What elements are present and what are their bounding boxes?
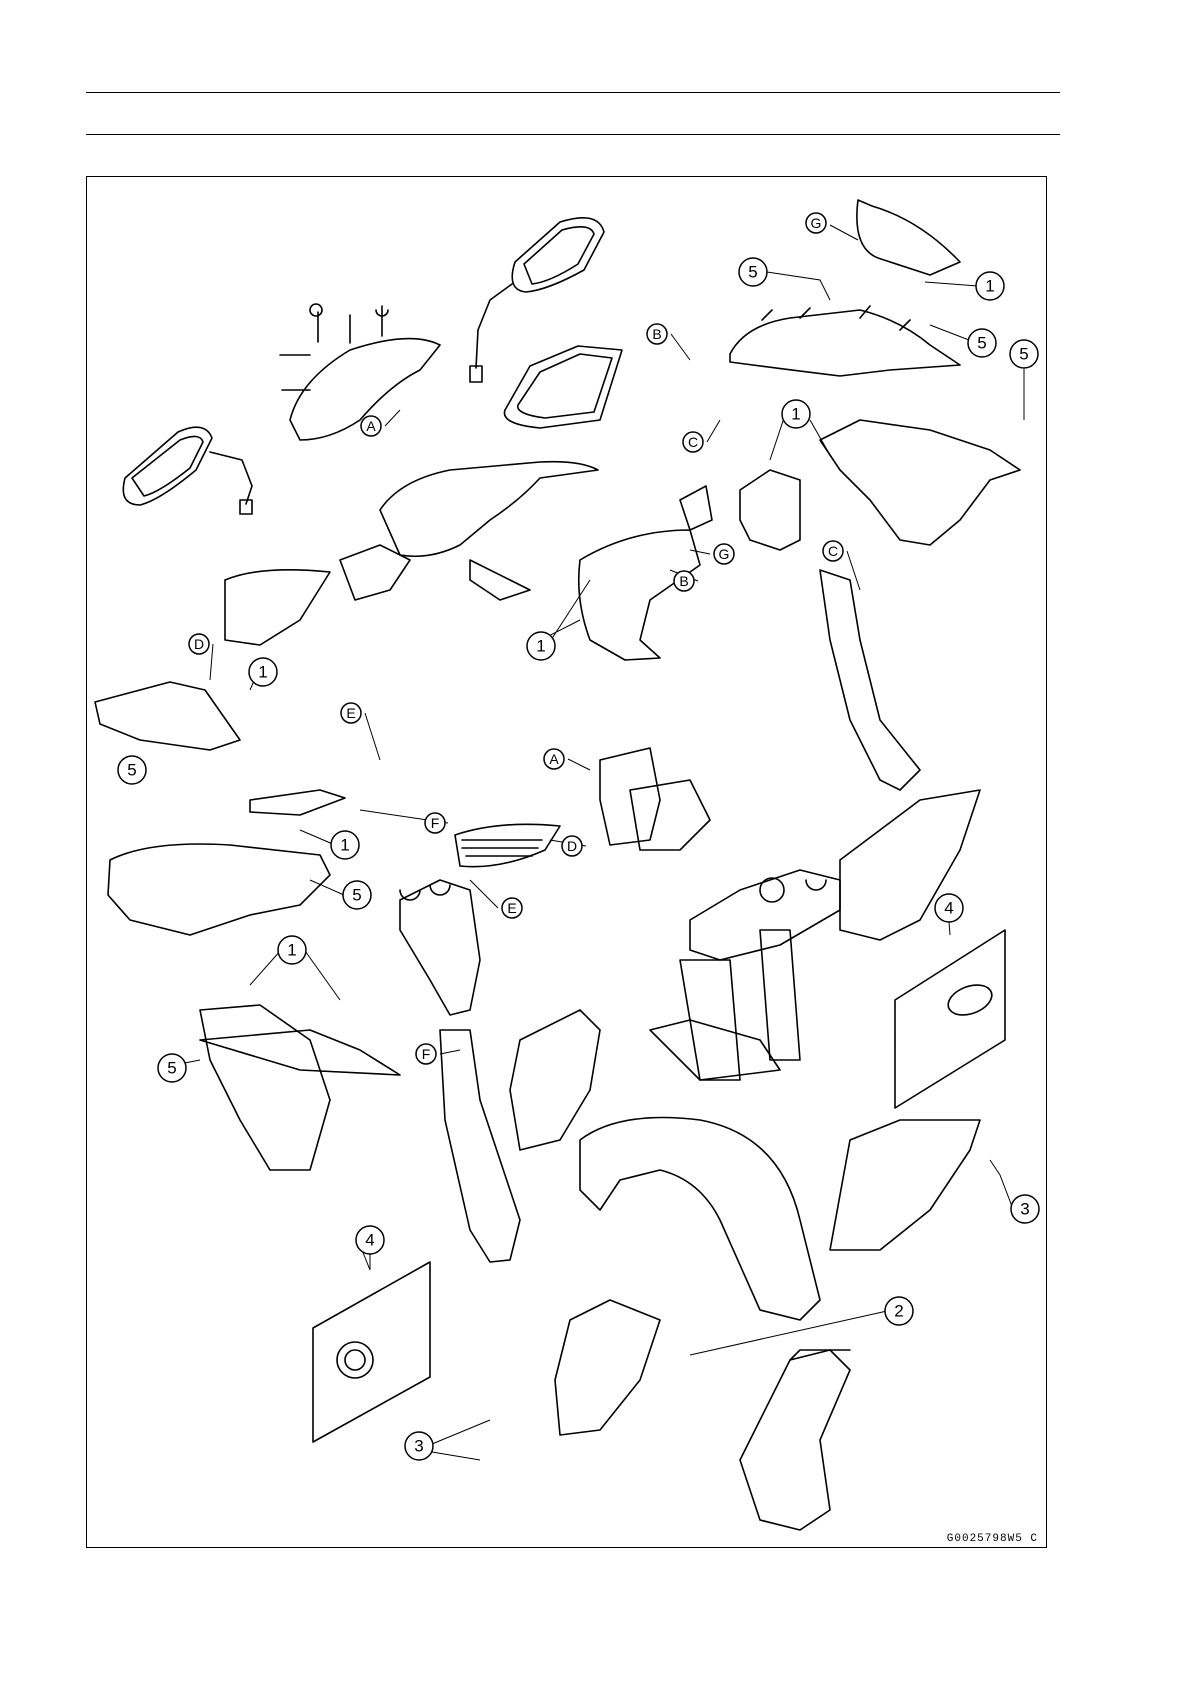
front-fender bbox=[580, 1118, 820, 1321]
number-callout-1-6: 1 bbox=[249, 658, 277, 686]
number-callout-label: 1 bbox=[340, 836, 349, 855]
letter-callout-label: B bbox=[652, 326, 661, 342]
fender-side-cover-right bbox=[830, 1120, 980, 1250]
letter-callout-label: F bbox=[431, 815, 440, 831]
upper-front-fairing bbox=[730, 306, 960, 376]
right-middle-fairing bbox=[740, 420, 1020, 550]
number-callout-2-15: 2 bbox=[885, 1297, 913, 1325]
number-callout-label: 2 bbox=[894, 1302, 903, 1321]
number-callout-label: 3 bbox=[1020, 1200, 1029, 1219]
number-callout-5-2: 5 bbox=[968, 329, 996, 357]
air-duct-grille bbox=[455, 824, 560, 866]
letter-callout-label: A bbox=[549, 751, 559, 767]
number-callout-1-8: 1 bbox=[331, 831, 359, 859]
letter-callout-e-12: E bbox=[502, 898, 522, 918]
letter-callout-label: E bbox=[346, 705, 355, 721]
letter-callout-label: C bbox=[688, 434, 698, 450]
number-callout-label: 5 bbox=[352, 886, 361, 905]
stay-bracket bbox=[250, 790, 345, 815]
inner-center-panel bbox=[579, 486, 712, 660]
steering-stem bbox=[650, 870, 840, 1080]
letter-callout-g-0: G bbox=[806, 213, 826, 233]
number-callout-label: 1 bbox=[985, 277, 994, 296]
letter-callout-label: G bbox=[719, 546, 730, 562]
number-callout-3-16: 3 bbox=[405, 1432, 433, 1460]
number-callout-label: 1 bbox=[258, 663, 267, 682]
letter-callout-label: B bbox=[679, 573, 688, 589]
number-callout-label: 1 bbox=[536, 637, 545, 656]
number-callout-label: 1 bbox=[791, 405, 800, 424]
letter-callout-label: A bbox=[366, 418, 376, 434]
center-bracket bbox=[600, 748, 710, 850]
left-side-fairing bbox=[95, 682, 330, 935]
letter-callout-g-4: G bbox=[714, 544, 734, 564]
letter-callout-e-8: E bbox=[341, 703, 361, 723]
inner-cover bbox=[510, 1010, 600, 1150]
letter-callout-a-9: A bbox=[544, 749, 564, 769]
number-callout-label: 1 bbox=[287, 941, 296, 960]
number-callout-1-4: 1 bbox=[782, 400, 810, 428]
headlight-housing bbox=[225, 462, 598, 645]
letter-callout-label: C bbox=[828, 543, 838, 559]
number-callout-label: 5 bbox=[977, 334, 986, 353]
number-callout-label: 5 bbox=[1019, 345, 1028, 364]
number-callout-1-0: 1 bbox=[976, 272, 1004, 300]
detail-box-left bbox=[313, 1262, 430, 1442]
number-callout-5-7: 5 bbox=[118, 756, 146, 784]
number-callout-3-13: 3 bbox=[1011, 1195, 1039, 1223]
left-lower-cowl bbox=[200, 1005, 400, 1170]
fender-lower-cover bbox=[555, 1300, 660, 1435]
number-callout-5-9: 5 bbox=[343, 881, 371, 909]
letter-callout-f-10: F bbox=[425, 813, 445, 833]
letter-callout-c-6: C bbox=[823, 541, 843, 561]
left-mirror bbox=[123, 427, 252, 514]
number-callout-5-12: 5 bbox=[158, 1054, 186, 1082]
long-stay-left bbox=[440, 1030, 520, 1262]
number-callout-label: 5 bbox=[127, 761, 136, 780]
number-callout-4-10: 4 bbox=[935, 894, 963, 922]
nose-cover bbox=[857, 200, 960, 275]
letter-callout-label: G bbox=[811, 215, 822, 231]
letter-callout-c-3: C bbox=[683, 432, 703, 452]
letter-callout-b-5: B bbox=[674, 571, 694, 591]
number-callout-label: 4 bbox=[944, 899, 953, 918]
long-stay-right bbox=[820, 570, 920, 790]
number-callout-label: 4 bbox=[365, 1231, 374, 1250]
letter-callout-f-13: F bbox=[416, 1044, 436, 1064]
fork-leg bbox=[740, 1350, 850, 1530]
number-callout-5-1: 5 bbox=[739, 258, 767, 286]
number-callout-5-3: 5 bbox=[1010, 340, 1038, 368]
letter-callout-label: E bbox=[507, 900, 516, 916]
right-mirror bbox=[470, 218, 604, 382]
letter-callout-label: D bbox=[194, 636, 204, 652]
letter-callout-d-11: D bbox=[562, 836, 582, 856]
letter-callout-label: F bbox=[422, 1046, 431, 1062]
upper-left-cowl bbox=[280, 304, 440, 440]
number-callout-label: 3 bbox=[414, 1437, 423, 1456]
letter-callout-b-1: B bbox=[647, 324, 667, 344]
number-callout-1-5: 1 bbox=[527, 632, 555, 660]
figure-reference-code: G0025798W5 C bbox=[947, 1533, 1038, 1545]
meter-visor bbox=[504, 346, 622, 428]
letter-callout-a-2: A bbox=[361, 416, 381, 436]
number-callout-1-11: 1 bbox=[278, 936, 306, 964]
number-callouts: 1 5 5 5 1 1 1 5 1 5 4 1 5 3 4 2 3 bbox=[118, 258, 1039, 1460]
detail-box-right bbox=[895, 930, 1005, 1108]
number-callout-4-14: 4 bbox=[356, 1226, 384, 1254]
number-callout-label: 5 bbox=[167, 1059, 176, 1078]
inner-duct bbox=[400, 880, 480, 1015]
number-callout-label: 5 bbox=[748, 263, 757, 282]
letter-callout-label: D bbox=[567, 838, 577, 854]
letter-callout-d-7: D bbox=[189, 634, 209, 654]
